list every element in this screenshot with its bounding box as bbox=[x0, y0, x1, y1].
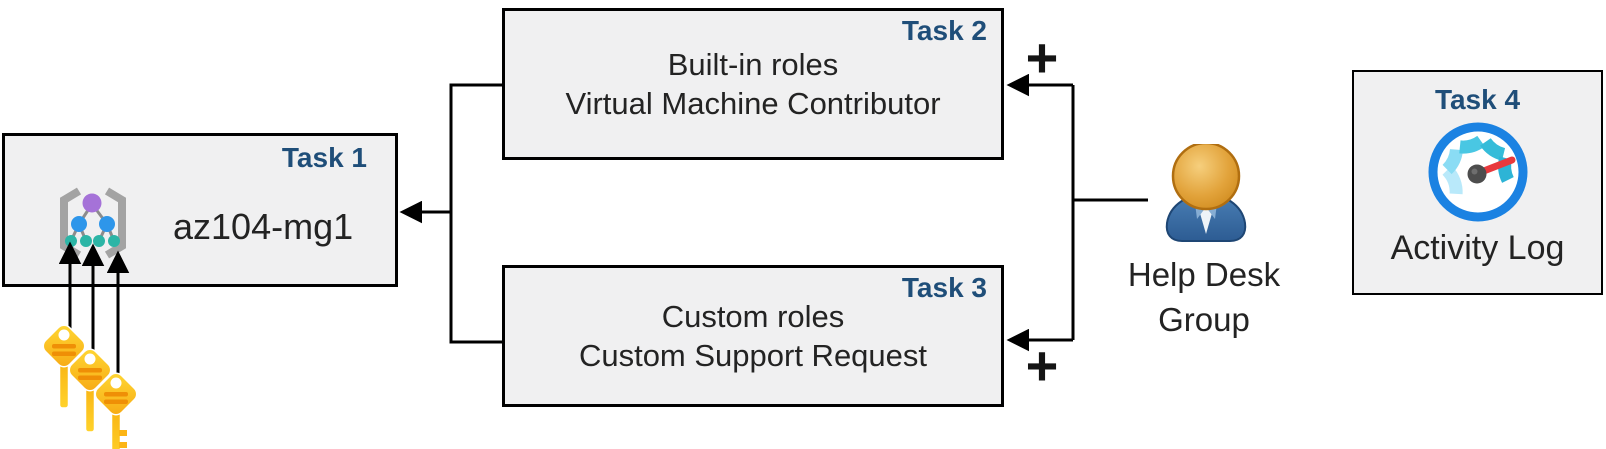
task3-text: Custom roles Custom Support Request bbox=[505, 297, 1001, 375]
task4-label: Task 4 bbox=[1434, 84, 1521, 115]
task3-label: Task 3 bbox=[901, 272, 987, 303]
task3-line1: Custom roles bbox=[661, 299, 845, 334]
task4-box: Task 4 Activity Log bbox=[1352, 70, 1603, 295]
key-1 bbox=[42, 324, 86, 409]
help-desk-group-caption: Help Desk Group bbox=[1104, 252, 1304, 342]
plus-icon-bottom: + bbox=[1025, 334, 1059, 397]
management-group-icon bbox=[60, 187, 126, 259]
task2-box: Task 2 Built-in roles Virtual Machine Co… bbox=[502, 8, 1004, 160]
task4-caption: Activity Log bbox=[1390, 229, 1565, 267]
keys-icon bbox=[42, 324, 138, 449]
left-branch-connector bbox=[449, 83, 502, 344]
task2-text: Built-in roles Virtual Machine Contribut… bbox=[505, 45, 1001, 123]
user-icon bbox=[1165, 144, 1247, 242]
task2-line2: Virtual Machine Contributor bbox=[565, 86, 941, 121]
plus-icon-top: + bbox=[1025, 26, 1059, 89]
task3-box: Task 3 Custom roles Custom Support Reque… bbox=[502, 265, 1004, 407]
task3-line2: Custom Support Request bbox=[578, 338, 928, 373]
task2-label: Task 2 bbox=[901, 15, 987, 46]
key-2 bbox=[68, 348, 112, 433]
task2-line1: Built-in roles bbox=[667, 47, 839, 82]
help-desk-group-line1: Help Desk bbox=[1127, 256, 1281, 293]
key-3 bbox=[94, 372, 138, 449]
management-group-name: az104-mg1 bbox=[173, 206, 354, 247]
task1-label: Task 1 bbox=[281, 142, 367, 173]
help-desk-group-line2: Group bbox=[1158, 301, 1250, 338]
activity-log-gauge-icon bbox=[1428, 122, 1528, 227]
